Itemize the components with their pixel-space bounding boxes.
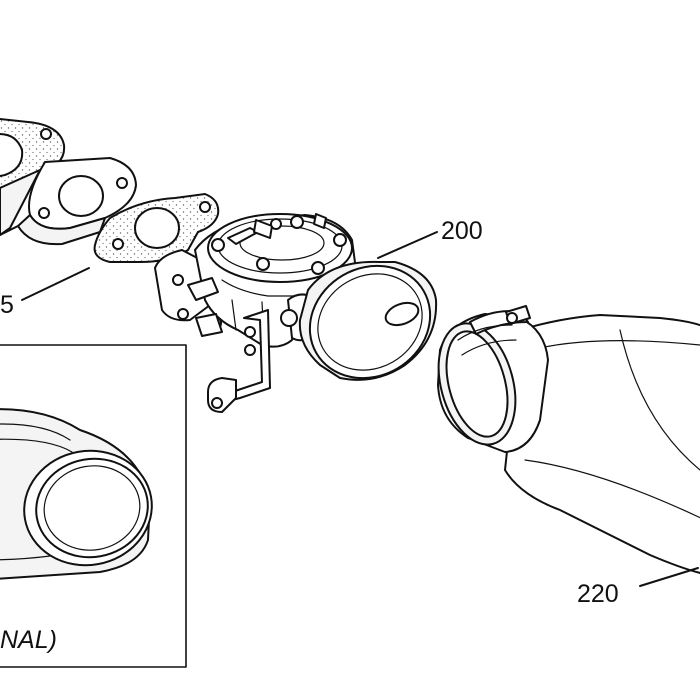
leader-line-5 [21,267,90,301]
leader-line-200 [377,231,438,259]
inset-detail: NAL) [0,344,187,668]
leader-line-220 [639,567,699,587]
inset-caption: NAL) [0,626,57,654]
callout-part-5: 5 [0,291,14,319]
inset-frame [0,344,187,668]
inset-adapter-tube [0,408,153,580]
callout-part-220: 220 [577,580,619,608]
gasket-upper [0,118,66,195]
gasket-lower [93,192,220,263]
callout-part-200: 200 [441,217,483,245]
air-adapter-ring [298,260,438,381]
air-filter [437,305,700,574]
